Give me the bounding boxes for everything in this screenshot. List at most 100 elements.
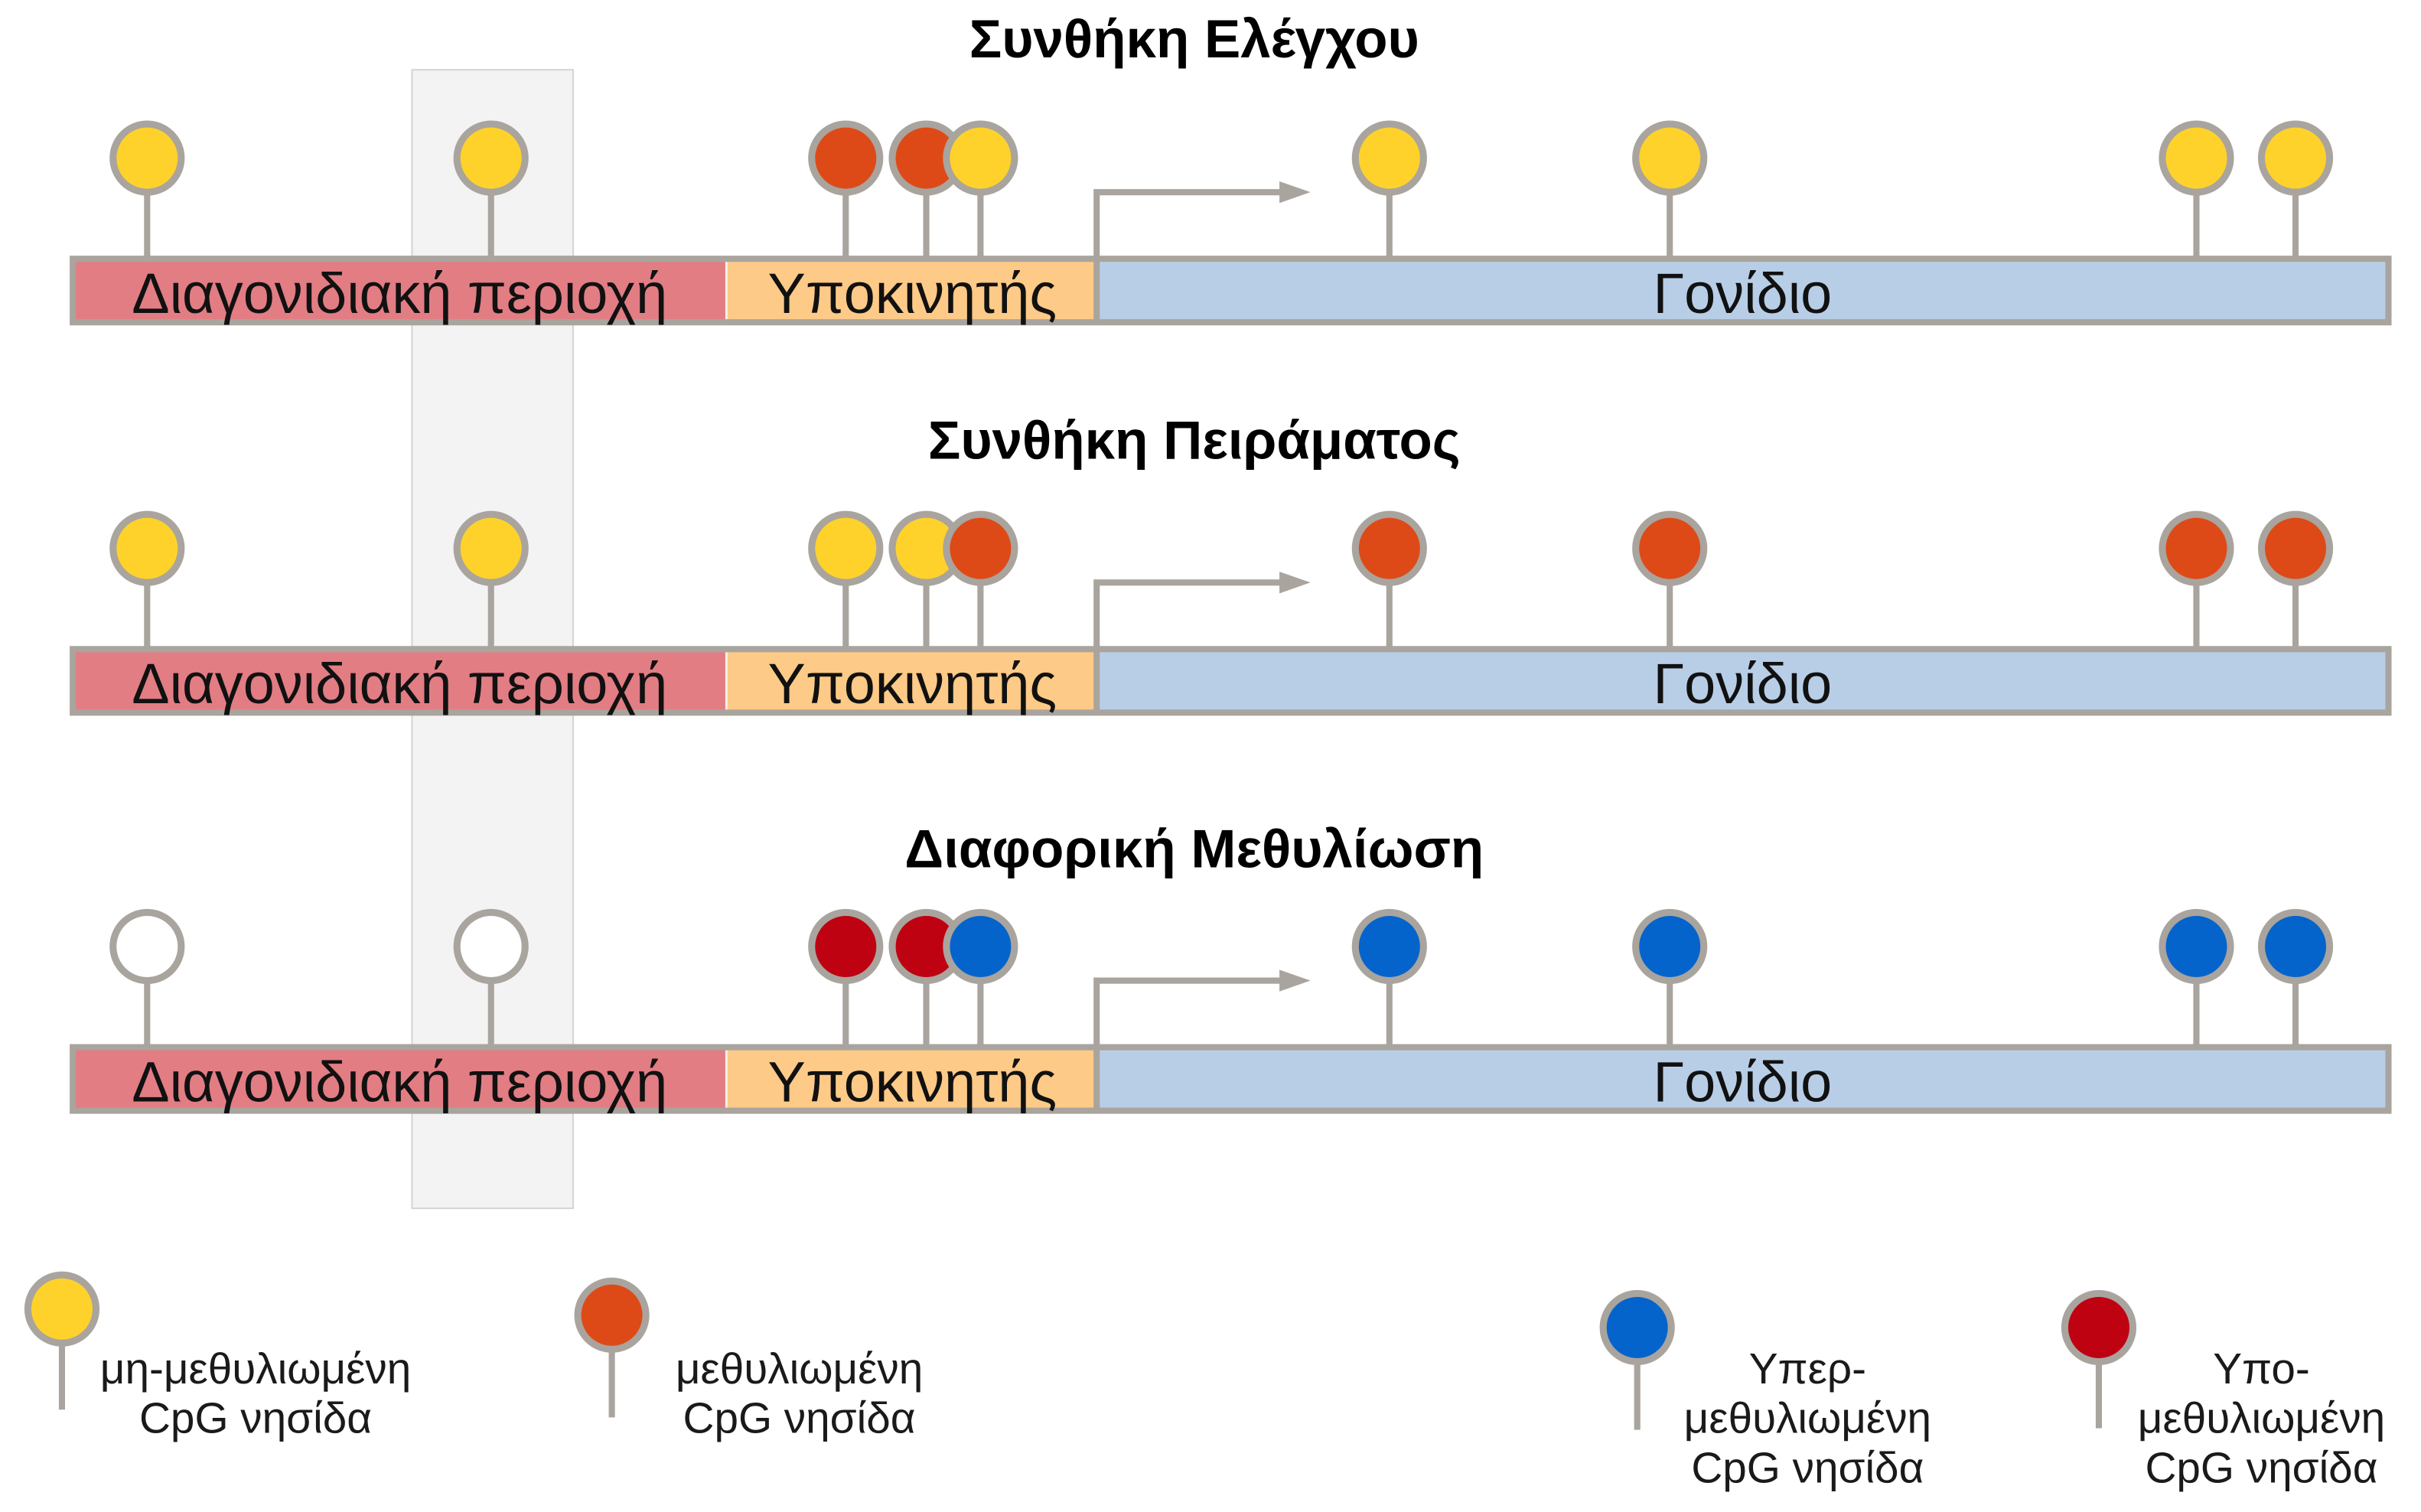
control-condition-row: Συνθήκη Ελέγχου Διαγονιδιακή περιοχή Υπο… — [70, 9, 2392, 326]
promoter-region — [726, 1047, 1097, 1111]
cpg-island-pin — [943, 120, 1018, 259]
cpg-island-pin — [1632, 120, 1708, 259]
cpg-pin-head-icon — [1351, 908, 1427, 985]
intergenic-region-label: Διαγονιδιακή περιοχή — [132, 652, 667, 715]
cpg-pin-head-icon — [1351, 120, 1427, 196]
arrow-head-icon — [1279, 181, 1311, 204]
legend-label-line: Υπο- — [2213, 1345, 2310, 1393]
cpg-island-pin — [2159, 510, 2234, 650]
cpg-pin-head-icon — [453, 908, 529, 985]
cpg-pin-head-icon — [1351, 510, 1427, 586]
gene-region-label: Γονίδιο — [1653, 652, 1832, 715]
gene-region-label: Γονίδιο — [1653, 1050, 1832, 1113]
cpg-island-pin — [2257, 908, 2334, 1048]
cpg-pin-head-icon — [1632, 120, 1708, 196]
gene-region — [1096, 259, 2389, 323]
cpg-pin-head-icon — [2257, 510, 2334, 586]
intergenic-region — [73, 259, 727, 323]
arrow-line — [1093, 189, 1283, 259]
experiment-condition-row: Συνθήκη Πειράματος Διαγονιδιακή περιοχή … — [70, 410, 2392, 716]
legend-label-line: μεθυλιωμένη — [1684, 1395, 1931, 1443]
cpg-island-pin — [109, 908, 185, 1048]
promoter-region-label: Υποκινητής — [768, 1050, 1057, 1113]
legend-unmethylated-pin-icon — [24, 1271, 100, 1347]
promoter-region-label: Υποκινητής — [768, 262, 1057, 325]
transcription-start-arrow — [1093, 181, 1311, 259]
cpg-pin-head-icon — [453, 120, 529, 196]
row-title: Διαφορική Μεθυλίωση — [904, 820, 1484, 880]
arrow-line — [1093, 977, 1283, 1048]
cpg-island-pin — [1351, 908, 1427, 1048]
gene-region-label: Γονίδιο — [1653, 262, 1832, 325]
legend-hypomethylated-pin-icon — [2061, 1289, 2137, 1366]
cpg-island-pin — [1632, 510, 1708, 650]
bar-outline — [70, 646, 2392, 716]
legend-label-line: CpG νησίδα — [1691, 1444, 1924, 1492]
legend-label-line: CpG νησίδα — [2145, 1444, 2377, 1492]
bar-outline — [70, 256, 2392, 326]
arrow-head-icon — [1279, 969, 1311, 992]
legend: μη-μεθυλιωμένη CpG νησίδα μεθυλιωμένη Cp… — [24, 1271, 2385, 1492]
cpg-island-pin — [453, 908, 529, 1048]
cpg-pin-head-icon — [109, 120, 185, 196]
promoter-region — [726, 259, 1097, 323]
legend-label-line: CpG νησίδα — [139, 1395, 372, 1443]
legend-item-hypomethylated: Υπο- μεθυλιωμένη CpG νησίδα — [2061, 1289, 2385, 1492]
intergenic-region — [73, 649, 727, 713]
legend-item-hypermethylated: Υπερ- μεθυλιωμένη CpG νησίδα — [1599, 1289, 1931, 1492]
differential-methylation-row: Διαφορική Μεθυλίωση Διαγονιδιακή περιοχή… — [70, 820, 2392, 1114]
arrow-line — [1093, 579, 1283, 650]
legend-label-line: μεθυλιωμένη — [676, 1345, 923, 1393]
legend-item-unmethylated: μη-μεθυλιωμένη CpG νησίδα — [24, 1271, 411, 1443]
cpg-island-pin — [943, 908, 1018, 1048]
legend-hypermethylated-pin-icon — [1599, 1289, 1675, 1366]
row-title: Συνθήκη Πειράματος — [928, 410, 1461, 471]
cpg-pin-head-icon — [2159, 120, 2234, 196]
gene-region — [1096, 649, 2389, 713]
cpg-pin-head-icon — [109, 908, 185, 985]
genomic-bar: Διαγονιδιακή περιοχή Υποκινητής Γονίδιο — [70, 1044, 2392, 1114]
cpg-island-pin — [2257, 120, 2334, 259]
cpg-pin-head-icon — [808, 120, 884, 196]
cpg-island-pin — [1351, 120, 1427, 259]
intergenic-region-label: Διαγονιδιακή περιοχή — [132, 262, 667, 325]
cpg-island-pin — [1632, 908, 1708, 1048]
bar-outline — [70, 1044, 2392, 1114]
cpg-island-pin — [943, 510, 1018, 650]
promoter-region — [726, 649, 1097, 713]
cpg-pin-head-icon — [1632, 908, 1708, 985]
cpg-island-pin — [453, 510, 529, 650]
legend-label-line: μεθυλιωμένη — [2138, 1395, 2385, 1443]
legend-label-line: Υπερ- — [1749, 1345, 1866, 1393]
cpg-island-pin — [109, 120, 185, 259]
cpg-pin-head-icon — [943, 908, 1018, 985]
genomic-bar: Διαγονιδιακή περιοχή Υποκινητής Γονίδιο — [70, 256, 2392, 326]
gene-region — [1096, 1047, 2389, 1111]
row-title: Συνθήκη Ελέγχου — [969, 9, 1419, 70]
cpg-island-pin — [808, 908, 884, 1048]
cpg-pin-head-icon — [2257, 120, 2334, 196]
legend-label-line: μη-μεθυλιωμένη — [100, 1345, 411, 1393]
cpg-pin-head-icon — [2159, 510, 2234, 586]
cpg-island-pin — [2159, 908, 2234, 1048]
cpg-pin-head-icon — [943, 510, 1018, 586]
cpg-island-pin — [109, 510, 185, 650]
cpg-pin-head-icon — [109, 510, 185, 586]
cpg-pin-head-icon — [943, 120, 1018, 196]
cpg-island-pin — [1351, 510, 1427, 650]
intergenic-region — [73, 1047, 727, 1111]
promoter-region-label: Υποκινητής — [768, 652, 1057, 715]
cpg-island-pin — [808, 510, 884, 650]
intergenic-region-label: Διαγονιδιακή περιοχή — [132, 1050, 667, 1113]
cpg-island-pin — [808, 120, 884, 259]
transcription-start-arrow — [1093, 572, 1311, 650]
legend-item-methylated: μεθυλιωμένη CpG νησίδα — [574, 1277, 923, 1443]
cpg-pin-track — [109, 908, 2334, 1048]
cpg-island-pin — [453, 120, 529, 259]
genomic-bar: Διαγονιδιακή περιοχή Υποκινητής Γονίδιο — [70, 646, 2392, 716]
arrow-head-icon — [1279, 572, 1311, 594]
cpg-pin-head-icon — [808, 510, 884, 586]
legend-methylated-pin-icon — [574, 1277, 650, 1353]
